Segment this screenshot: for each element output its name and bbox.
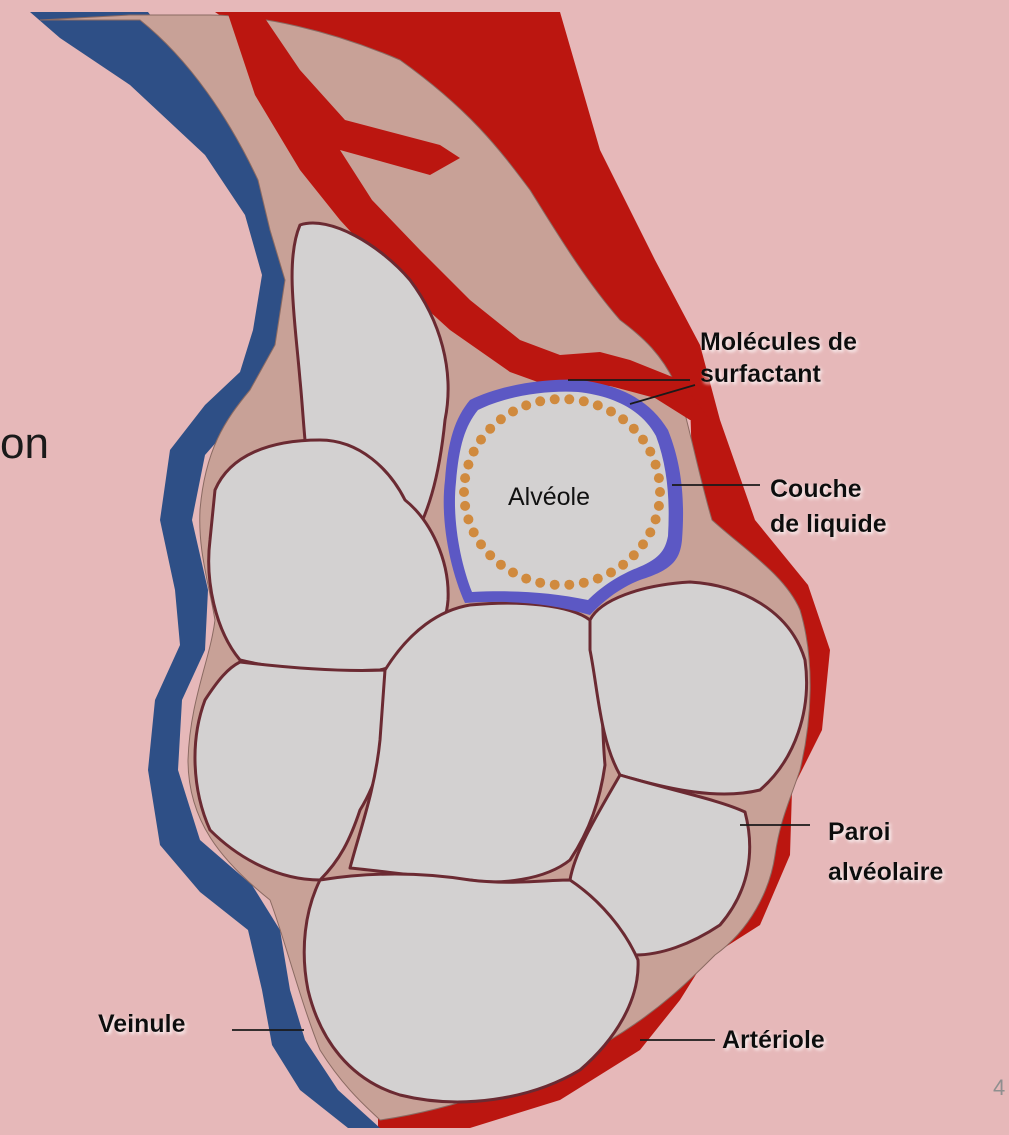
surfactant-molecule	[476, 435, 486, 445]
surfactant-molecule	[618, 414, 628, 424]
surfactant-molecule	[550, 580, 560, 590]
label-venule: Veinule	[98, 1010, 186, 1038]
label-liquid-line1: Couche	[770, 475, 862, 503]
surfactant-molecule	[654, 473, 664, 483]
surfactant-molecule	[606, 568, 616, 578]
surfactant-molecule	[593, 574, 603, 584]
surfactant-molecule	[645, 527, 655, 537]
surfactant-molecule	[645, 447, 655, 457]
surfactant-molecule	[593, 400, 603, 410]
label-wall-line2: alvéolaire	[828, 858, 943, 886]
surfactant-molecule	[579, 578, 589, 588]
surfactant-molecule	[469, 527, 479, 537]
label-wall-line1: Paroi	[828, 818, 891, 846]
surfactant-molecule	[629, 550, 639, 560]
surfactant-molecule	[521, 574, 531, 584]
surfactant-molecule	[606, 407, 616, 417]
surfactant-molecule	[460, 501, 470, 511]
surfactant-molecule	[485, 424, 495, 434]
surfactant-molecule	[638, 539, 648, 549]
surfactant-molecule	[655, 487, 665, 497]
label-alveole: Alvéole	[508, 483, 590, 511]
surfactant-molecule	[535, 578, 545, 588]
surfactant-molecule	[535, 396, 545, 406]
surfactant-molecule	[550, 394, 560, 404]
surfactant-molecule	[476, 539, 486, 549]
alveolus-right	[590, 582, 807, 794]
surfactant-molecule	[469, 447, 479, 457]
surfactant-molecule	[460, 473, 470, 483]
surfactant-molecule	[508, 407, 518, 417]
surfactant-molecule	[463, 460, 473, 470]
label-surfactant-line1: Molécules de	[700, 328, 857, 356]
label-surfactant-line2: surfactant	[700, 360, 822, 388]
surfactant-molecule	[459, 487, 469, 497]
surfactant-molecule	[485, 550, 495, 560]
surfactant-molecule	[521, 400, 531, 410]
surfactant-molecule	[496, 560, 506, 570]
surfactant-molecule	[508, 568, 518, 578]
label-arteriole: Artériole	[722, 1026, 825, 1054]
surfactant-molecule	[629, 424, 639, 434]
surfactant-molecule	[618, 560, 628, 570]
label-liquid-line2: de liquide	[770, 510, 887, 538]
surfactant-molecule	[564, 580, 574, 590]
surfactant-molecule	[651, 514, 661, 524]
surfactant-molecule	[579, 396, 589, 406]
surfactant-molecule	[564, 394, 574, 404]
surfactant-molecule	[496, 414, 506, 424]
surfactant-molecule	[651, 460, 661, 470]
surfactant-molecule	[654, 501, 664, 511]
surfactant-molecule	[463, 514, 473, 524]
surfactant-molecule	[638, 435, 648, 445]
slide-number: 4	[993, 1075, 1005, 1101]
